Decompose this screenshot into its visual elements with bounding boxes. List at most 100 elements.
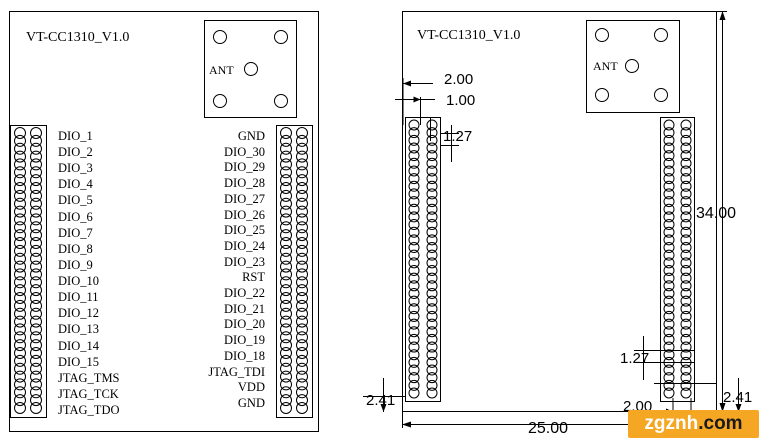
pin-pad xyxy=(426,280,438,292)
pin-label-right: DIO_21 xyxy=(224,301,265,316)
pin-pad xyxy=(30,166,42,179)
pin-pad xyxy=(280,402,292,414)
pin-pad xyxy=(296,150,308,163)
pin-pad xyxy=(280,205,292,218)
pin-pad xyxy=(426,234,438,246)
pin-pad xyxy=(663,127,675,139)
pin-label-left: DIO_7 xyxy=(58,225,93,240)
pin-pad xyxy=(663,326,675,338)
pin-pad xyxy=(408,341,420,353)
pin-pad xyxy=(30,323,42,336)
pin-pad xyxy=(408,272,420,284)
pin-pad xyxy=(30,299,42,312)
pin-pad xyxy=(296,197,308,210)
pin-pad xyxy=(408,264,420,276)
pin-pad xyxy=(426,341,438,353)
pin-pad xyxy=(280,378,292,391)
pin-pad xyxy=(680,196,692,208)
pin-pad xyxy=(426,272,438,284)
pin-pad xyxy=(280,142,292,155)
pin-pad xyxy=(408,119,420,131)
dim-edge-right: 2.41 xyxy=(723,389,752,406)
pin-pad xyxy=(296,213,308,226)
pin-pad xyxy=(296,307,308,320)
pin-pad xyxy=(663,150,675,162)
pin-pad xyxy=(30,189,42,202)
antenna-box xyxy=(204,20,297,118)
pin-pad xyxy=(30,134,42,147)
pin-pad xyxy=(426,303,438,315)
pin-pad xyxy=(296,284,308,297)
pin-pad xyxy=(663,188,675,200)
pin-pad xyxy=(30,213,42,226)
pin-pad xyxy=(14,331,26,344)
pin-pad xyxy=(426,287,438,299)
pin-pad xyxy=(680,341,692,353)
pin-pad xyxy=(14,347,26,359)
pin-pad xyxy=(14,323,26,336)
pin-pad xyxy=(30,229,42,242)
dim-board-width: 25.00 xyxy=(528,420,568,437)
pin-pad xyxy=(280,307,292,320)
pin-pad xyxy=(663,157,675,169)
pin-pad xyxy=(426,295,438,307)
pin-pad xyxy=(14,221,26,234)
pin-pad xyxy=(30,205,42,218)
pin-pad xyxy=(14,213,26,226)
pin-pad xyxy=(280,394,292,407)
pin-pad xyxy=(408,387,420,399)
pin-label-left: DIO_2 xyxy=(58,145,93,160)
pin-label-left: DIO_13 xyxy=(58,322,99,337)
pin-pad xyxy=(280,127,292,139)
pin-pad xyxy=(280,370,292,383)
pin-pad xyxy=(280,197,292,210)
pin-pad xyxy=(14,339,26,352)
pin-pad xyxy=(14,292,26,304)
pin-label-right: GND xyxy=(237,129,265,143)
pin-pad xyxy=(30,284,42,297)
pin-pad xyxy=(426,318,438,330)
pin-pad xyxy=(426,364,438,376)
pin-pad xyxy=(663,257,675,269)
pin-pad xyxy=(408,134,420,146)
pin-pad xyxy=(14,362,26,375)
pin-label-left: DIO_5 xyxy=(58,193,93,208)
pin-pad xyxy=(280,323,292,336)
pin-pad xyxy=(426,119,438,131)
pin-pad xyxy=(30,347,42,359)
pin-pad xyxy=(680,257,692,269)
pin-pad xyxy=(14,150,26,163)
pin-pad xyxy=(408,333,420,345)
pin-pad xyxy=(663,165,675,177)
pin-pad xyxy=(296,315,308,328)
pin-pad xyxy=(296,331,308,344)
pin-pad xyxy=(280,252,292,265)
pin-pad xyxy=(14,378,26,391)
pin-pad xyxy=(30,354,42,367)
pin-pad xyxy=(280,182,292,194)
pin-pad xyxy=(680,287,692,299)
pin-pad xyxy=(408,349,420,361)
pin-pad xyxy=(680,379,692,391)
pin-pad xyxy=(30,315,42,328)
pin-pad xyxy=(408,287,420,299)
dim-edge-left: 2.41 xyxy=(366,392,395,409)
pin-label-right: DIO_23 xyxy=(224,254,265,269)
pin-pad xyxy=(663,226,675,238)
pin-pad xyxy=(30,386,42,399)
pin-pad xyxy=(408,303,420,315)
pin-pad xyxy=(680,349,692,361)
pin-pad xyxy=(14,127,26,139)
pin-pad xyxy=(680,165,692,177)
pin-pad xyxy=(426,326,438,338)
dimension-drawing: 2.00 1.00 1.27 34.00 1.27 2.41 2.41 2.00… xyxy=(363,11,752,437)
pin-label-right: RST xyxy=(242,270,265,285)
pin-pad xyxy=(408,180,420,192)
pin-pad xyxy=(14,229,26,242)
pin-pad xyxy=(426,264,438,276)
pin-pad xyxy=(663,303,675,315)
pin-pad xyxy=(296,268,308,281)
pin-label-left: DIO_11 xyxy=(58,290,99,305)
pin-pad xyxy=(30,182,42,194)
pin-pad xyxy=(30,292,42,304)
